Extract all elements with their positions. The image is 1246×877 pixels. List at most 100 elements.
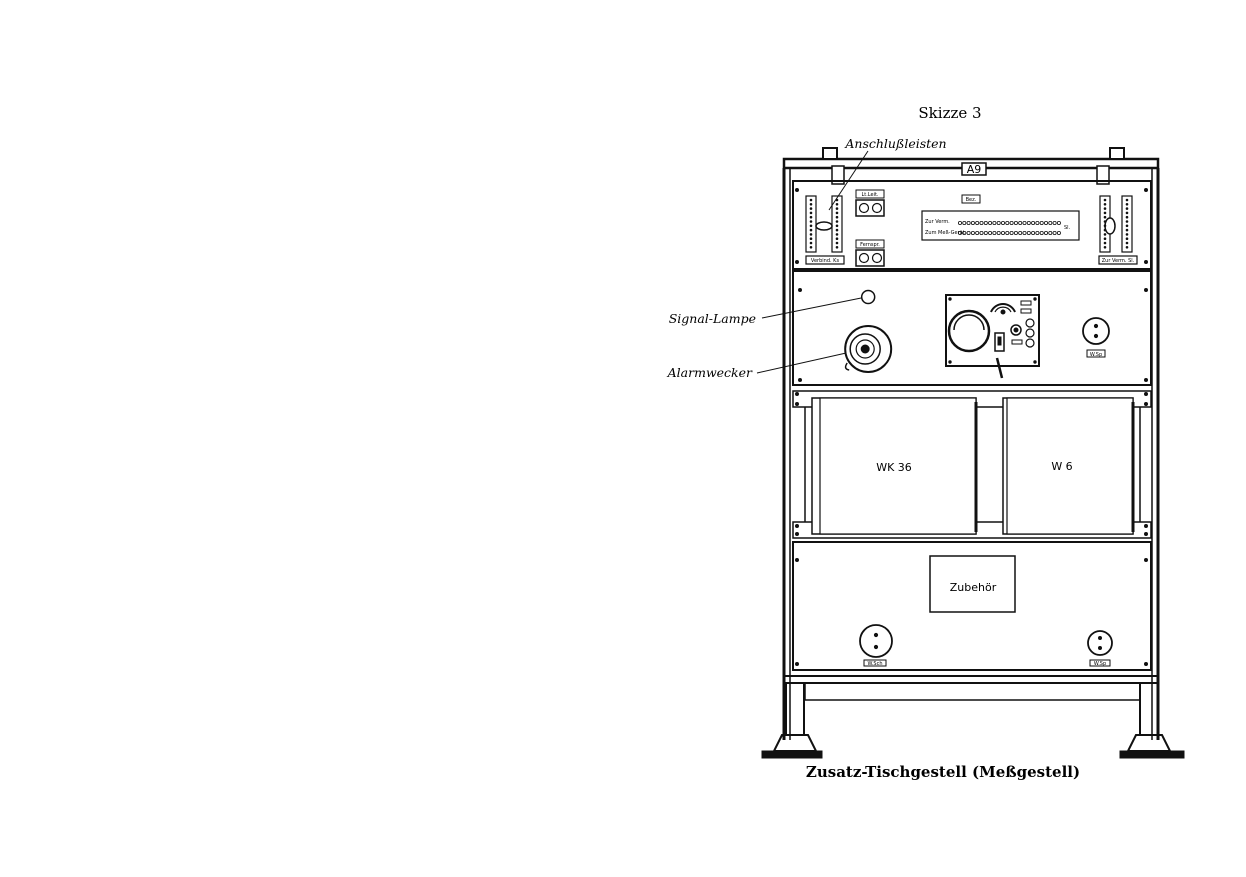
terminal-dot [1044,230,1049,235]
strip-dot [1125,224,1129,228]
terminal-dot [1018,230,1023,235]
terminal-dot [958,230,963,235]
strip-end-label: Sl. [1064,225,1071,231]
strip-dot [809,207,813,210]
tag-center: Bez. [966,197,977,203]
terminal-dot [1001,220,1006,225]
strip-dot [835,211,839,215]
terminal-dot [1052,220,1057,225]
terminal-dot [988,230,993,235]
socket-left-icon [859,624,893,667]
figure-caption: Zusatz-Tischgestell (Meßgestell) [806,763,1080,781]
terminal-dot [1005,220,1010,225]
terminal-dot [966,220,971,225]
callout-lines [828,150,869,211]
strip-dot [809,203,813,206]
strip-dot [1125,203,1129,206]
strip-dot [835,207,839,210]
strip-dot [835,241,839,245]
terminal-dot [992,220,997,225]
socket-left-tag: W.Sch [867,661,882,667]
strip-dot [809,224,813,228]
box-w6-label: W 6 [1051,460,1072,473]
strip-dot [1103,246,1107,249]
terminal-dot [1022,220,1027,225]
strip-dot [1103,211,1107,215]
terminal-dot [1052,230,1057,235]
terminal-dot [983,220,988,225]
terminal-dot [988,220,993,225]
terminal-dot [1026,230,1031,235]
terminal-dot [1048,230,1053,235]
strip-dot [835,220,839,223]
top-rail [782,147,1160,185]
socket-right2-icon [1087,630,1113,667]
strip-dot [1103,203,1107,206]
terminal-dot [1039,230,1044,235]
accessory-panel [792,541,1152,671]
rack-base [761,675,1185,759]
box-zubehor-label: Zubehör [950,581,997,594]
strip-dot [1125,237,1129,241]
terminal-dot [975,230,980,235]
label-anschlussleisten: Anschlußleisten [844,136,946,151]
strip-dot [809,220,813,223]
terminal-dot [1035,230,1040,235]
terminal-dot [983,230,988,235]
box-wk36 [811,397,978,535]
strip-dot [809,246,813,249]
socket-right2-tag: W.Sp [1094,661,1106,667]
strip-dot [835,246,839,249]
tag-left-bottom: Fernspr. [860,242,880,248]
alarm-bell-icon [844,325,893,373]
terminal-dot [1031,220,1036,225]
terminal-dot [1005,230,1010,235]
right-strip-label: Zur Verm. Sl. [1102,258,1135,264]
strip-dot [1103,233,1107,236]
strip-dot [1103,237,1107,241]
terminal-dot [962,230,967,235]
strip-dot [1125,207,1129,210]
left-strip-label: Verbind. Ks [811,258,840,264]
label-alarmwecker: Alarmwecker [667,365,753,380]
box-wk36-label: WK 36 [876,461,912,474]
top-plate-label: A9 [967,163,982,176]
meter-unit [945,294,1040,379]
terminal-dot [979,220,984,225]
socket-right-icon [1082,317,1110,358]
strip-dot [1125,215,1129,219]
terminal-dot [1013,230,1018,235]
terminal-dot [1022,230,1027,235]
strip-dot [1125,241,1129,245]
signal-lamp-leader-final [761,297,862,319]
tag-left-top: Lt.Leit. [861,192,878,198]
label-signal-lampe: Signal-Lampe [669,311,756,326]
terminal-dot [970,230,975,235]
terminal-dot [966,230,971,235]
strip-dot [835,224,839,228]
strip-dot [835,228,839,232]
terminal-dot [1035,220,1040,225]
strip-row2-label: Zum Meß-Gerät [925,230,965,236]
strip-dot [1103,207,1107,210]
socket-right-tag: W.Sp [1090,352,1102,358]
strip-dot [809,198,813,202]
terminal-dot [970,220,975,225]
terminal-dot [996,230,1001,235]
strip-dot [1103,215,1107,219]
terminal-dot [1039,220,1044,225]
terminal-dot [1009,220,1014,225]
strip-dot [835,215,839,219]
strip-row1-label: Zur Verm. [925,219,950,225]
terminal-dot [1018,220,1023,225]
strip-dot [1103,198,1107,202]
connection-panel [792,180,1152,270]
terminal-dot [1056,230,1061,235]
terminal-dot [979,230,984,235]
terminal-dot [958,220,963,225]
strip-dot [809,241,813,245]
strip-dot [1125,233,1129,236]
box-w6 [1002,397,1135,535]
